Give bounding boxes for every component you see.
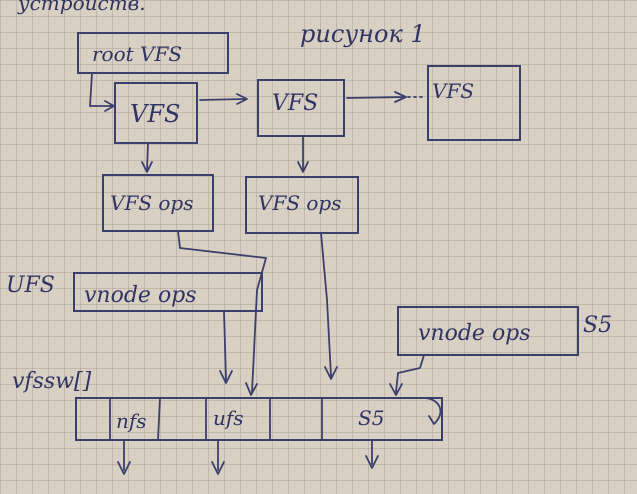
arrowhead-ufs-down (211, 461, 225, 475)
vfs-label-2: VFS (272, 91, 318, 116)
arrow-root-to-vfs-1 (89, 72, 113, 107)
vnode-ops-label-ufs: vnode ops (84, 283, 197, 308)
arrow-vnode-ops-ufs-to-cell (223, 310, 227, 381)
arrowhead-vnode-ops-ufs-to-cell (219, 370, 233, 384)
vfs-label-1: VFS (130, 100, 180, 128)
arrowhead-vfs-1-to-ops-1 (141, 161, 153, 173)
top-scribble-text: устройств. (17, 0, 146, 15)
s5-side-label: S5 (583, 313, 612, 338)
arrowhead-vfs-2-to-ops-2 (297, 161, 309, 173)
line-ops-1-to-ufs-cell (177, 230, 267, 393)
ufs-side-label: UFS (6, 273, 55, 298)
arrow-vfs-1-to-vfs-2 (199, 98, 246, 101)
arrowhead-vfs-2-to-vfs-3 (394, 91, 407, 103)
vfs-ops-label-1: VFS ops (110, 191, 194, 215)
vnode-ops-box-ufs (73, 272, 263, 312)
figure-caption: рисунок 1 (300, 20, 426, 48)
arrowhead-ops-2-to-s5-cell (324, 366, 338, 380)
vfs-box-3 (427, 65, 521, 141)
vfs-ops-box-1 (102, 174, 214, 232)
vfssw-table (75, 397, 443, 441)
root-vfs-box (77, 32, 229, 74)
vfssw-cell-s5: S5 (358, 406, 384, 430)
vfssw-label: vfssw[] (12, 369, 92, 394)
arrow-vfs-1-to-ops-1 (146, 142, 149, 171)
arrowhead-s5-down (365, 455, 379, 469)
arrowhead-nfs-down (117, 461, 131, 475)
vfs-label-3: VFS (432, 79, 474, 103)
root-vfs-label: root VFS (92, 42, 182, 66)
arrow-vnode-ops-s5-to-cell (395, 354, 425, 393)
vfs-box-1 (114, 82, 198, 144)
arrowhead-vnode-ops-s5-to-cell (389, 383, 403, 396)
vfs-box-2 (257, 79, 345, 137)
vfssw-divider-2 (157, 397, 161, 441)
arrowhead-ops-1-to-ufs-cell (245, 382, 258, 396)
vfs-ops-box-2 (245, 176, 359, 234)
vfssw-end-curl (425, 397, 442, 425)
vfssw-cell-nfs: nfs (116, 409, 147, 433)
vfssw-cell-ufs: ufs (213, 406, 244, 430)
vnode-ops-label-s5: vnode ops (418, 321, 531, 346)
line-ops-2-to-s5-cell (320, 232, 332, 377)
vfs-ops-label-2: VFS ops (258, 191, 342, 215)
arrow-vfs-2-to-vfs-3 (346, 96, 406, 99)
vnode-ops-box-s5 (397, 306, 579, 356)
arrowhead-vfs-1-to-vfs-2 (236, 93, 248, 105)
